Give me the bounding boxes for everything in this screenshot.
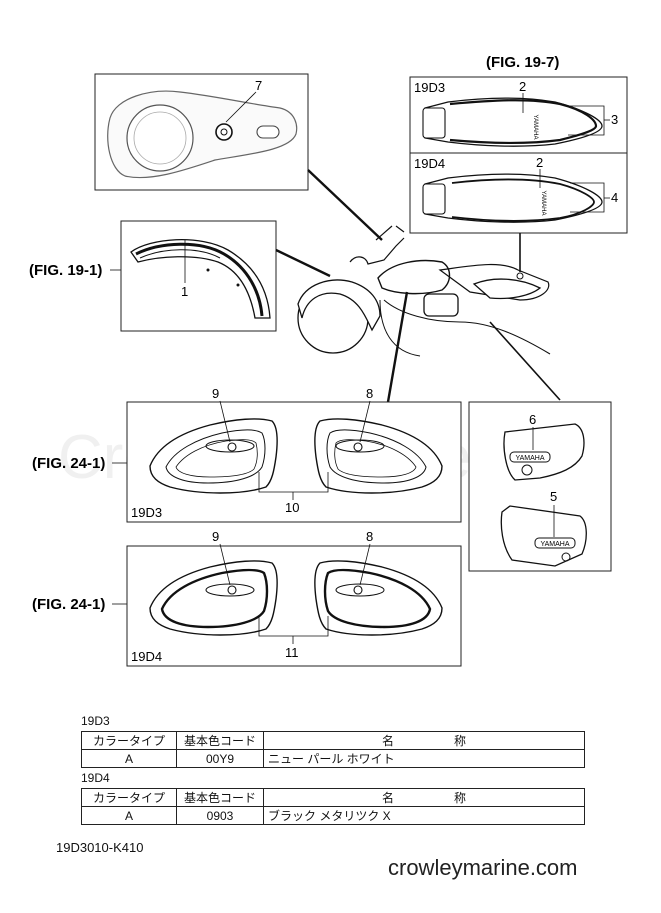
callout-9-19d4: 9 xyxy=(212,529,219,544)
table-header-row: カラータイプ 基本色コード 名 称 xyxy=(81,731,585,750)
yamaha-side-emblem-2: YAMAHA xyxy=(540,541,569,548)
motorcycle-overview-drawing xyxy=(297,225,551,357)
seat-19d4-drawing: YAMAHA xyxy=(422,173,603,223)
yamaha-side-emblem-1: YAMAHA xyxy=(515,455,544,462)
callout-2-seat-19d4: 2 xyxy=(536,155,543,170)
yamaha-seat-emblem-2: YAMAHA xyxy=(540,191,546,216)
fig-19-1-label: (FIG. 19-1) xyxy=(29,262,102,279)
tank-19d4-panel xyxy=(126,545,462,667)
callout-11: 11 xyxy=(285,645,299,660)
col-base-color-code: 基本色コード xyxy=(176,788,264,807)
callout-7: 7 xyxy=(255,78,262,93)
callout-10: 10 xyxy=(285,500,299,515)
front-fender-drawing xyxy=(130,238,271,319)
col-color-type: カラータイプ xyxy=(81,788,177,807)
seat-19d4-label: 19D4 xyxy=(414,156,445,171)
cell-color-type: A xyxy=(81,749,177,768)
tank-emblem-left-icon xyxy=(227,442,237,452)
tuning-fork-emblem-icon xyxy=(215,123,233,141)
callout-5: 5 xyxy=(550,489,557,504)
seat-19d3-label: 19D3 xyxy=(414,80,445,95)
tank-19d3-left-drawing xyxy=(149,418,278,494)
site-watermark[interactable]: crowleymarine.com xyxy=(388,855,578,880)
color-table-19d3: カラータイプ 基本色コード 名 称 A 00Y9 ニュー パール ホワイト xyxy=(81,731,585,768)
col-color-type: カラータイプ xyxy=(81,731,177,750)
callout-8-19d4: 8 xyxy=(366,529,373,544)
callout-3: 3 xyxy=(611,112,618,127)
fig-24-1-label-1: (FIG. 24-1) xyxy=(32,455,105,472)
col-name: 名 称 xyxy=(263,731,585,750)
callout-6: 6 xyxy=(529,412,536,427)
col-name: 名 称 xyxy=(263,788,585,807)
fig-24-1-label-2: (FIG. 24-1) xyxy=(32,596,105,613)
color-table-19d4: カラータイプ 基本色コード 名 称 A 0903 ブラック メタリツク X xyxy=(81,788,585,825)
tank-19d4-label: 19D4 xyxy=(131,649,162,664)
cell-color-code: 00Y9 xyxy=(176,749,264,768)
yamaha-seat-emblem-1: YAMAHA xyxy=(532,115,538,140)
tank-19d3-right-drawing xyxy=(314,418,443,494)
cell-color-name: ブラック メタリツク X xyxy=(263,806,585,825)
tank-19d3-label: 19D3 xyxy=(131,505,162,520)
callout-1: 1 xyxy=(181,284,188,299)
callout-9-19d3: 9 xyxy=(212,386,219,401)
col-base-color-code: 基本色コード xyxy=(176,731,264,750)
tank-emblem-right-icon xyxy=(353,442,363,452)
side-cover-upper-drawing: YAMAHA xyxy=(503,423,585,481)
cell-color-type: A xyxy=(81,806,177,825)
color-table-1-label: 19D3 xyxy=(81,714,110,728)
fig-19-7-label: (FIG. 19-7) xyxy=(486,54,559,71)
tank-emblem-left-icon-2 xyxy=(227,585,237,595)
color-table-2-label: 19D4 xyxy=(81,771,110,785)
fuel-cap-drawing xyxy=(107,90,298,179)
tank-emblem-right-icon-2 xyxy=(353,585,363,595)
callout-8-19d3: 8 xyxy=(366,386,373,401)
table-row: A 00Y9 ニュー パール ホワイト xyxy=(81,749,585,768)
callout-2-seat-19d3: 2 xyxy=(519,79,526,94)
table-row: A 0903 ブラック メタリツク X xyxy=(81,806,585,825)
seat-19d3-drawing: YAMAHA xyxy=(422,97,603,147)
cell-color-name: ニュー パール ホワイト xyxy=(263,749,585,768)
callout-4: 4 xyxy=(611,190,618,205)
side-cover-lower-drawing: YAMAHA xyxy=(500,505,587,567)
table-header-row: カラータイプ 基本色コード 名 称 xyxy=(81,788,585,807)
diagram-code: 19D3010-K410 xyxy=(56,840,144,855)
tank-19d3-panel xyxy=(126,401,462,523)
cell-color-code: 0903 xyxy=(176,806,264,825)
